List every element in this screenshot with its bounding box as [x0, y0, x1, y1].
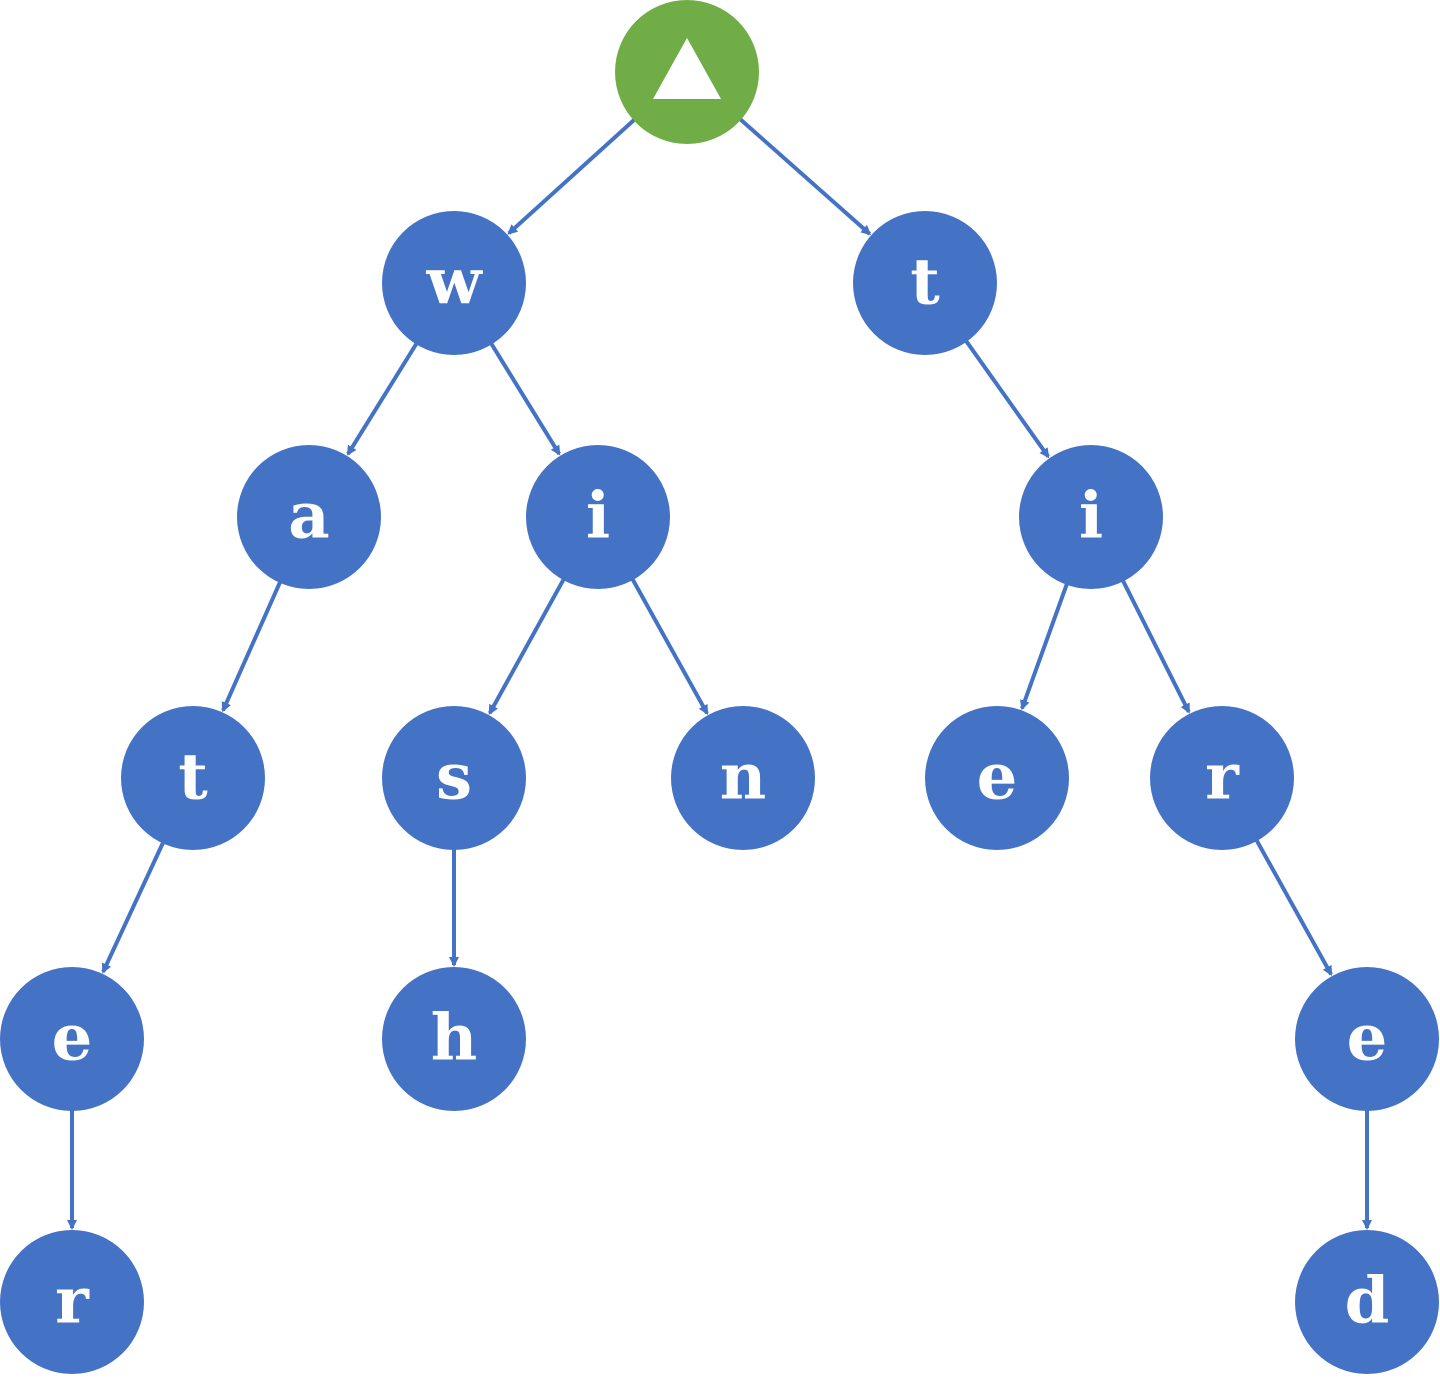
edges-layer: [67, 116, 1372, 1230]
trie-node-e2: e: [0, 967, 144, 1111]
trie-node-t2: t: [121, 706, 265, 850]
trie-node-n: n: [671, 706, 815, 850]
trie-node-circle: [0, 967, 144, 1111]
trie-node-label: r: [1205, 740, 1240, 815]
edge-n_t1-to-n_i2: [963, 338, 1050, 459]
trie-node-label: d: [1345, 1264, 1390, 1339]
trie-node-label: a: [288, 479, 329, 554]
trie-node-circle: [1019, 445, 1163, 589]
edge-n_i1-to-n_n: [630, 577, 709, 716]
edge-n_t2-to-n_e2: [101, 840, 166, 974]
trie-node-circle: [382, 211, 526, 355]
trie-node-w: w: [382, 211, 526, 355]
trie-node-label: w: [425, 245, 483, 320]
trie-node-label: n: [720, 740, 767, 815]
trie-node-label: i: [586, 479, 610, 554]
trie-node-circle: [1150, 706, 1294, 850]
trie-node-i2: i: [1019, 445, 1163, 589]
trie-node-circle: [382, 706, 526, 850]
trie-node-s: s: [382, 706, 526, 850]
edge-n_r1-to-n_e3: [1254, 838, 1333, 977]
edge-root-to-n_w: [507, 117, 637, 235]
trie-node-r1: r: [1150, 706, 1294, 850]
trie-node-circle: [382, 967, 526, 1111]
trie-node-a: a: [237, 445, 381, 589]
trie-node-circle: [1295, 967, 1439, 1111]
trie-node-circle: [121, 706, 265, 850]
trie-node-label: r: [55, 1264, 90, 1339]
trie-node-label: i: [1079, 479, 1103, 554]
trie-node-label: t: [910, 245, 940, 320]
trie-node-circle: [0, 1230, 144, 1374]
trie-node-label: h: [431, 1001, 478, 1076]
edge-n_w-to-n_i1: [488, 341, 561, 456]
triangle-icon: [653, 38, 721, 99]
trie-node-circle: [237, 445, 381, 589]
trie-node-circle: [1295, 1230, 1439, 1374]
edge-root-to-n_t1: [738, 116, 872, 236]
edge-n_a-to-n_t2: [221, 580, 283, 713]
trie-node-e1: e: [925, 706, 1069, 850]
trie-node-h: h: [382, 967, 526, 1111]
trie-node-d: d: [1295, 1230, 1439, 1374]
trie-node-label: e: [52, 1001, 93, 1076]
edge-n_w-to-n_a: [346, 341, 419, 456]
trie-node-circle: [526, 445, 670, 589]
trie-node-label: e: [1347, 1001, 1388, 1076]
root-node: [615, 0, 759, 144]
trie-node-circle: [671, 706, 815, 850]
edge-n_i2-to-n_r1: [1120, 578, 1191, 714]
trie-node-r2: r: [0, 1230, 144, 1374]
trie-node-t1: t: [853, 211, 997, 355]
trie-node-e3: e: [1295, 967, 1439, 1111]
edge-n_i2-to-n_e1: [1020, 582, 1070, 711]
trie-node-label: e: [977, 740, 1018, 815]
trie-node-i1: i: [526, 445, 670, 589]
trie-node-label: t: [178, 740, 208, 815]
edge-n_i1-to-n_s: [487, 577, 566, 715]
trie-node-circle: [925, 706, 1069, 850]
trie-node-label: s: [436, 740, 472, 815]
trie-node-circle: [853, 211, 997, 355]
